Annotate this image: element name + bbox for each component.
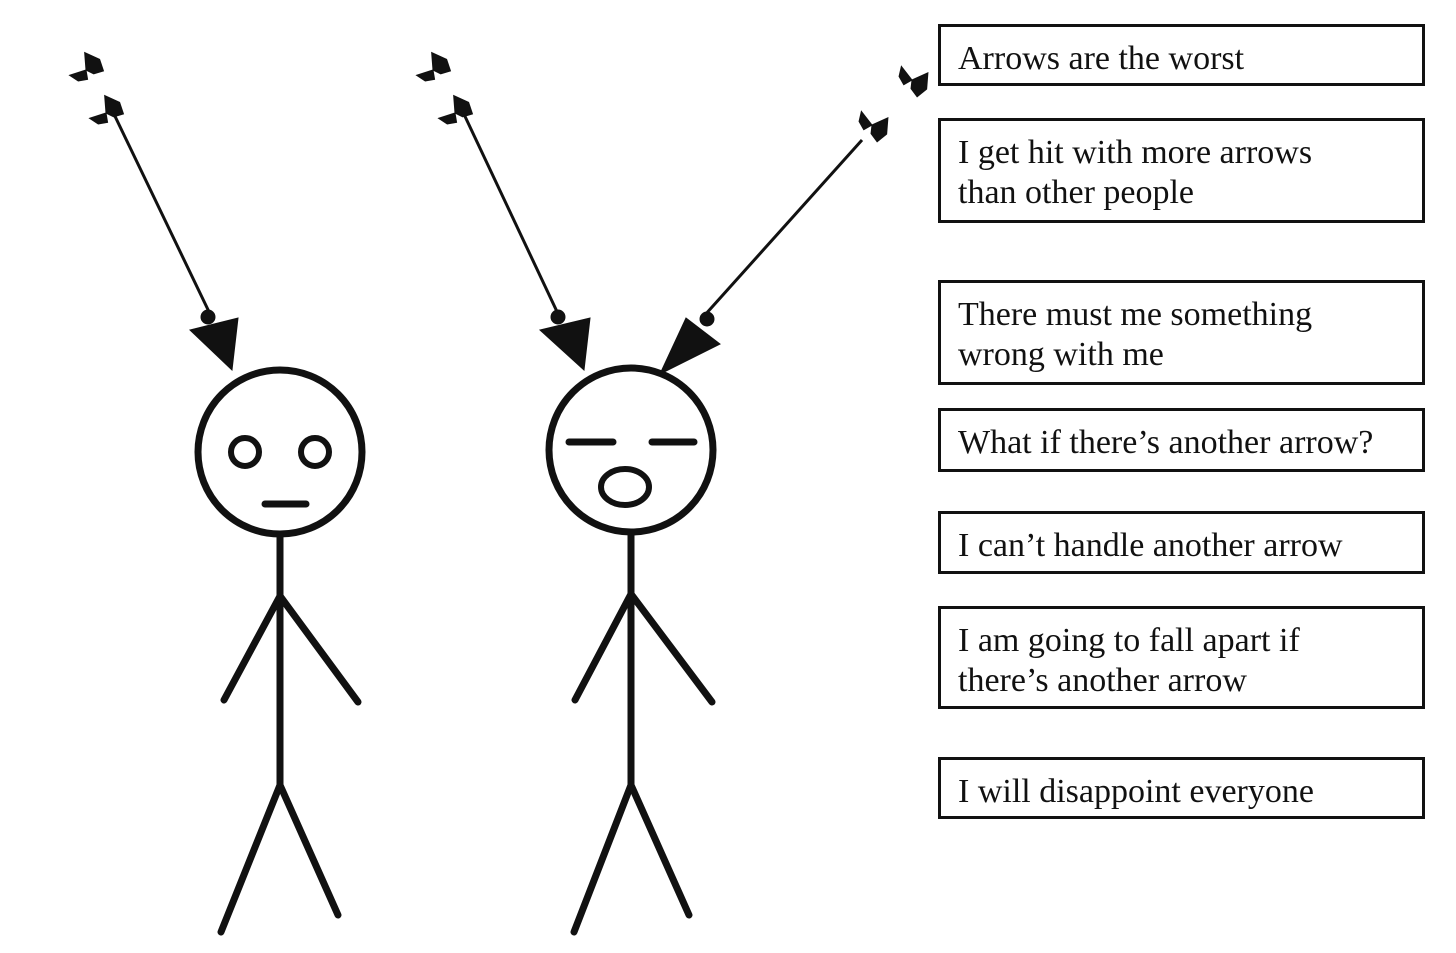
stick-figure-calm xyxy=(194,366,366,936)
right-leg xyxy=(276,781,342,919)
right-eye xyxy=(298,435,332,469)
right-leg xyxy=(627,781,693,919)
left-leg xyxy=(570,781,635,936)
thought-box-more-arrows: I get hit with more arrows than other pe… xyxy=(938,118,1425,223)
arrow-right-figure-1 xyxy=(409,47,591,372)
thought-box-fall-apart: I am going to fall apart if there’s anot… xyxy=(938,606,1425,709)
thought-box-arrows-worst: Arrows are the worst xyxy=(938,24,1425,86)
left-arm xyxy=(220,592,284,704)
left-eye xyxy=(228,435,262,469)
open-mouth xyxy=(598,466,652,508)
left-leg xyxy=(217,781,284,936)
right-arm xyxy=(627,590,716,706)
thought-box-another-arrow: What if there’s another arrow? xyxy=(938,408,1425,472)
right-arm xyxy=(276,592,362,706)
arrow-left-figure xyxy=(62,47,239,372)
stick-figure-distressed xyxy=(545,364,717,936)
thought-box-disappoint: I will disappoint everyone xyxy=(938,757,1425,819)
head xyxy=(194,366,366,538)
arrow-right-figure-2 xyxy=(658,56,936,376)
left-arm xyxy=(571,590,635,704)
thought-box-something-wrong: There must me something wrong with me xyxy=(938,280,1425,385)
thought-box-cant-handle: I can’t handle another arrow xyxy=(938,511,1425,574)
